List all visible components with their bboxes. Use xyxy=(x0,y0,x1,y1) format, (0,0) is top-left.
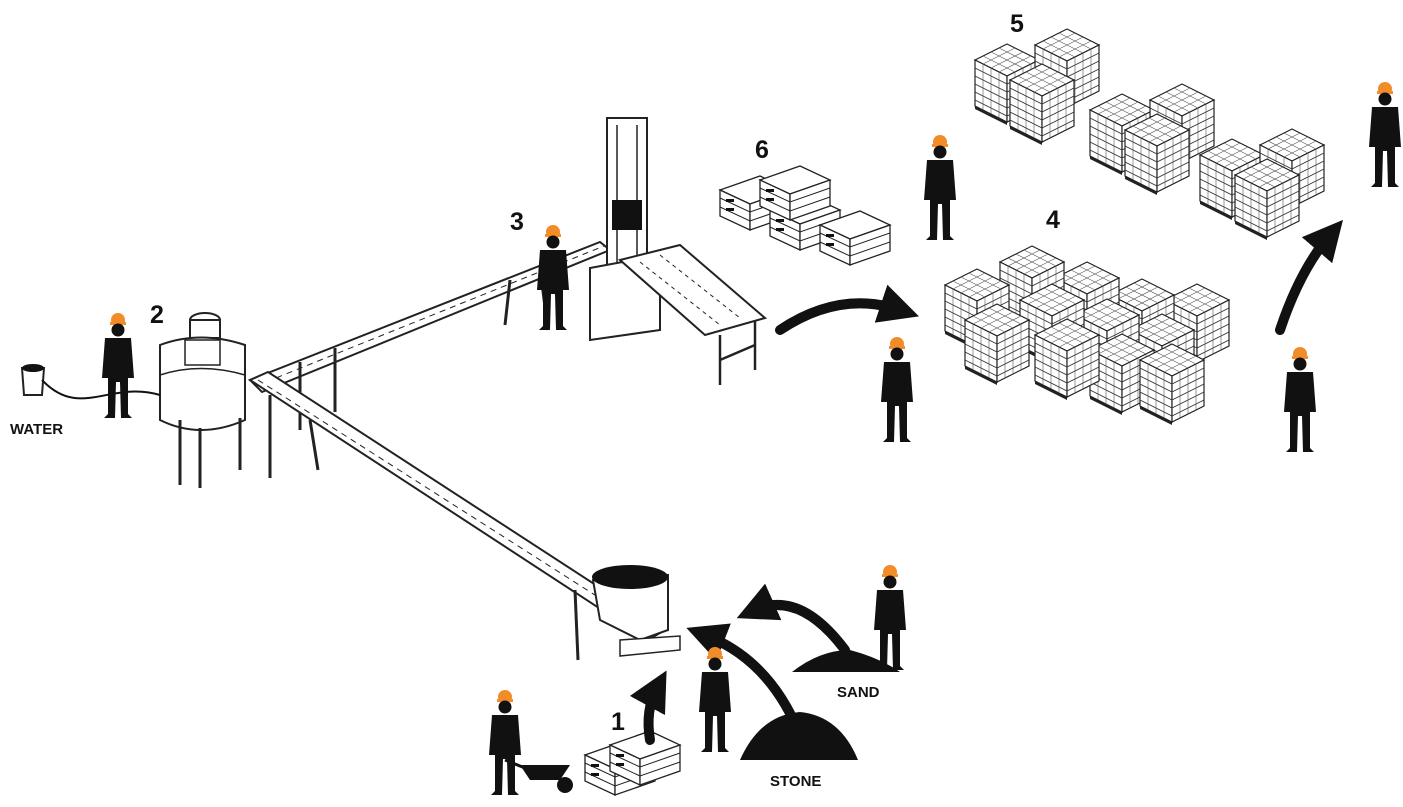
hopper-icon xyxy=(591,565,681,657)
step-label-2: 2 xyxy=(150,301,164,329)
sand-pile-icon xyxy=(792,650,900,672)
cement-block-stack xyxy=(719,165,891,266)
wheelbarrow-icon xyxy=(504,758,573,793)
flow-arrow-icon xyxy=(629,219,1344,745)
step-label-1: 1 xyxy=(611,708,625,736)
step-label-4: 4 xyxy=(1046,206,1060,234)
step-label-3: 3 xyxy=(510,208,524,236)
water-bucket-icon xyxy=(20,364,161,400)
stone-label: STONE xyxy=(770,773,821,790)
step-label-5: 5 xyxy=(1010,10,1024,38)
mixer-icon xyxy=(159,312,246,488)
water-label: WATER xyxy=(10,421,63,438)
step-label-6: 6 xyxy=(755,136,769,164)
cement-bags-icon xyxy=(584,730,681,796)
sand-label: SAND xyxy=(837,684,880,701)
brick-pallet-icon xyxy=(944,245,1230,426)
block-press-icon xyxy=(589,117,768,385)
cured-pallet-stack xyxy=(974,28,1325,241)
